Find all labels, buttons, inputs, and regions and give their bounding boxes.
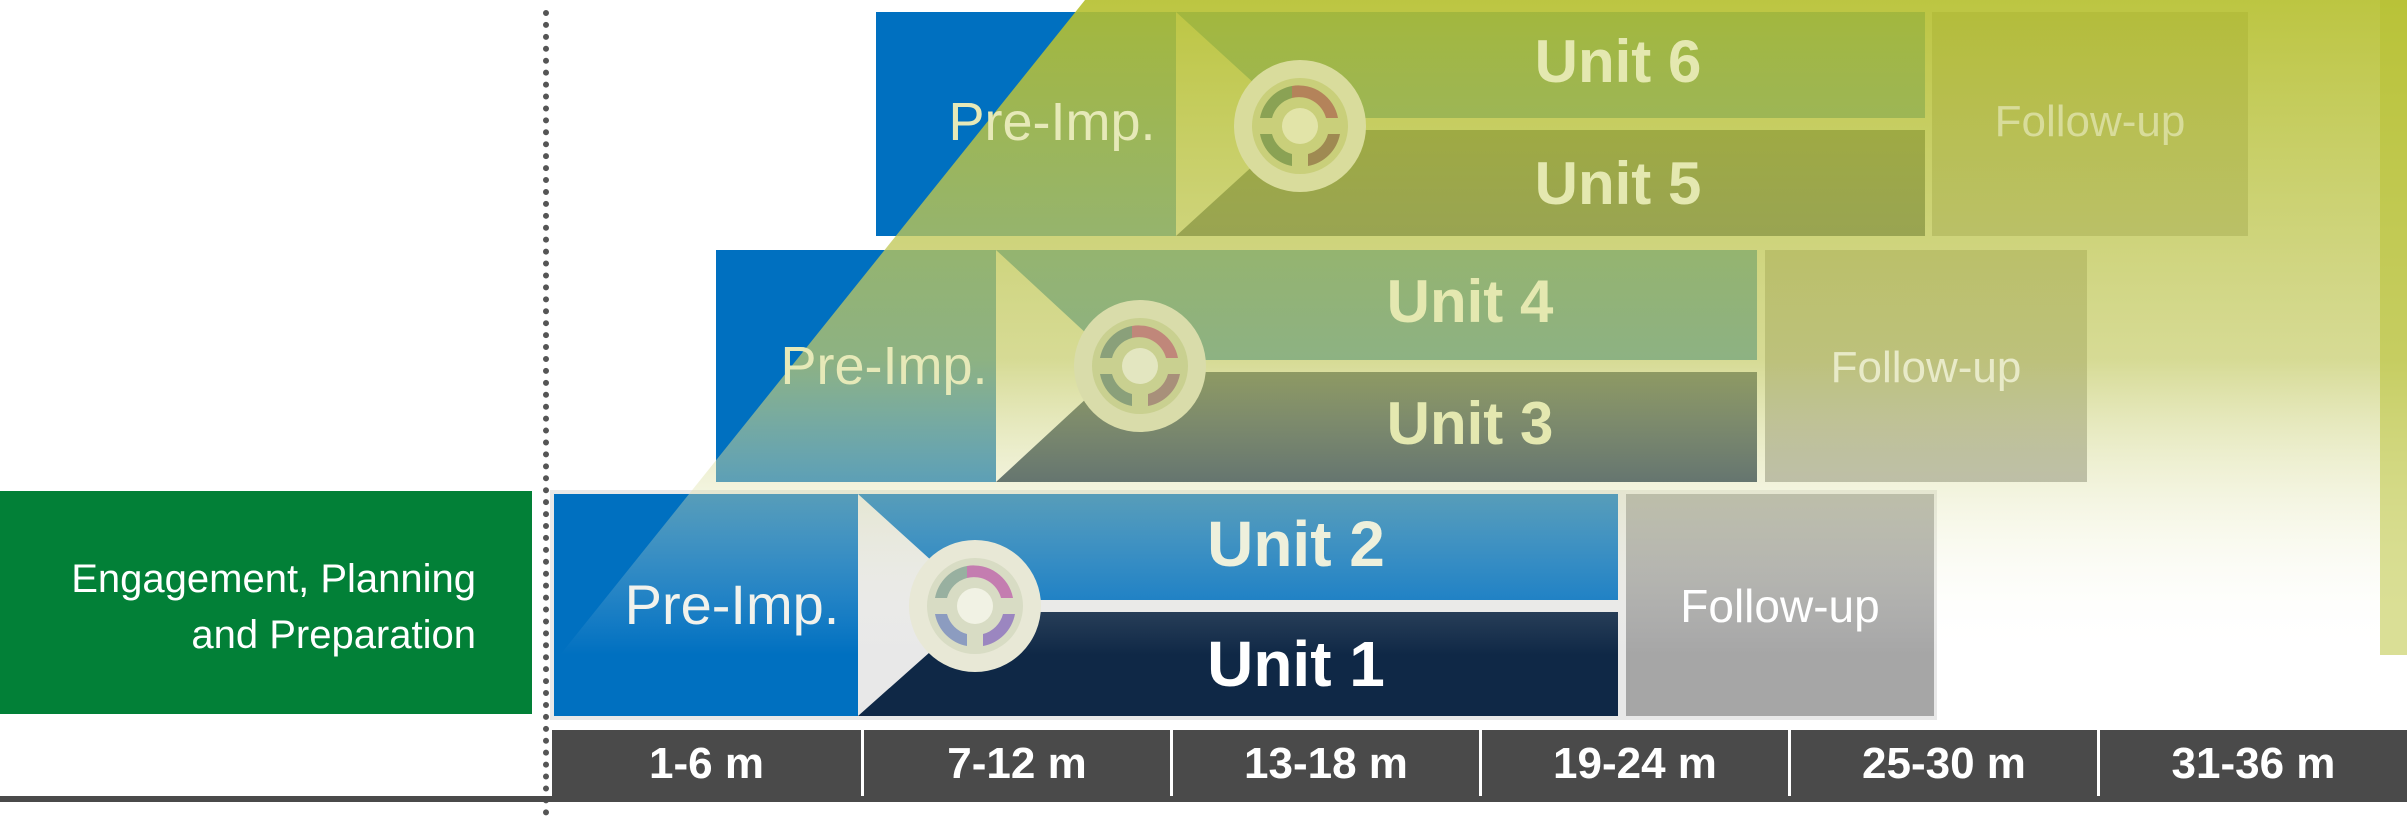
pre-imp-label: Pre-Imp.	[780, 336, 987, 396]
timeline-tick: 31-36 m	[2097, 730, 2407, 798]
unit-4-label: Unit 4	[1387, 268, 1554, 335]
unit-1-label: Unit 1	[1207, 628, 1385, 700]
axis-baseline	[0, 796, 2407, 802]
follow-up-label: Follow-up	[1680, 580, 1879, 632]
circular-arrows-icon	[1234, 60, 1366, 192]
unit-6-label: Unit 6	[1535, 28, 1702, 95]
circular-arrows-icon	[909, 540, 1041, 672]
follow-up-label: Follow-up	[1831, 343, 2022, 392]
timeline-tick: 13-18 m	[1170, 730, 1479, 798]
timeline-tick: 19-24 m	[1479, 730, 1788, 798]
circular-arrows-icon	[1074, 300, 1206, 432]
timeline-tick: 25-30 m	[1788, 730, 2097, 798]
pre-imp-label: Pre-Imp.	[948, 92, 1155, 152]
unit-3-label: Unit 3	[1387, 390, 1554, 457]
unit-2-label: Unit 2	[1207, 508, 1385, 580]
start-divider-line	[543, 10, 549, 816]
engagement-label-line1: Engagement, Planning	[71, 557, 476, 601]
timeline-tick: 7-12 m	[861, 730, 1170, 798]
green-overlay	[560, 0, 2407, 655]
follow-up-label: Follow-up	[1995, 97, 2186, 146]
engagement-label-line2: and Preparation	[191, 613, 476, 657]
engagement-label: Engagement, Planning and Preparation	[71, 551, 476, 663]
engagement-planning-box: Engagement, Planning and Preparation	[0, 491, 532, 714]
unit-5-label: Unit 5	[1535, 150, 1702, 217]
pre-imp-label: Pre-Imp.	[625, 573, 840, 636]
timeline-tick: 1-6 m	[649, 739, 764, 788]
green-overlay-right-band	[2380, 0, 2407, 655]
timeline-axis: 1-6 m 7-12 m 13-18 m 19-24 m 25-30 m 31-…	[552, 730, 2407, 798]
